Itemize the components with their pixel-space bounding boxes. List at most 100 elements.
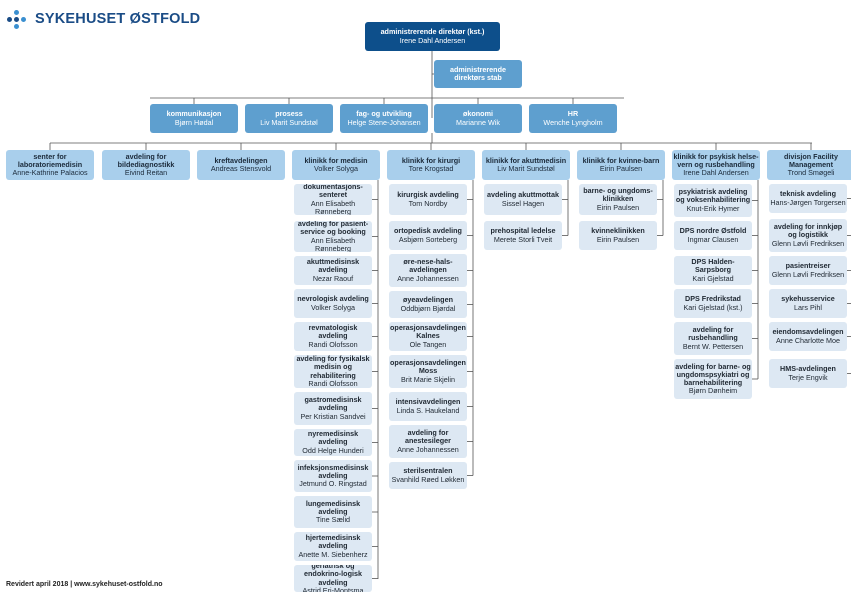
unit-title: nevrologisk avdeling	[297, 294, 369, 304]
unit-leader: Liv Marit Sundstøl	[260, 117, 318, 127]
unit-title: DPS Halden-Sarpsborg	[691, 257, 735, 275]
department-box: avdeling for barne- og ungdomspsykiatri …	[674, 359, 752, 399]
ceo-box: administrerende direktør (kst.)Irene Dah…	[365, 22, 500, 51]
unit-leader: Helge Stene-Johansen	[347, 117, 421, 127]
unit-leader: Linda S. Haukeland	[396, 405, 460, 415]
unit-title: barne- og ungdoms-klinikken	[583, 186, 653, 204]
unit-title: klinikk for akuttmedisin	[485, 155, 567, 165]
unit-title: divisjon Facility Management	[784, 151, 838, 169]
unit-leader: Brit Marie Skjelin	[401, 374, 455, 384]
unit-title: sterilsentralen	[403, 466, 453, 476]
unit-title: HR	[567, 109, 579, 119]
unit-title: HMS-avdelingen	[780, 364, 836, 374]
unit-leader: Eirin Paulsen	[596, 234, 640, 244]
unit-leader: Irene Dahl Andersen	[399, 35, 466, 45]
unit-title: klinikk for psykisk helse-vern og rusbeh…	[673, 151, 759, 169]
unit-title: operasjonsavdelingen Moss	[390, 358, 466, 376]
unit-leader: Ann Elisabeth Rønneberg	[310, 235, 356, 252]
unit-leader: Randi Olofsson	[308, 378, 358, 388]
unit-title: avdeling for barne- og ungdomspsykiatri …	[675, 361, 751, 387]
unit-leader: Eirin Paulsen	[596, 202, 640, 212]
unit-leader: Eivind Reitan	[124, 168, 168, 178]
unit-leader: Anette M. Siebenherz	[298, 549, 368, 559]
unit-leader: Terje Engvik	[788, 372, 828, 382]
unit-title: revmatologisk avdeling	[308, 323, 358, 341]
unit-title: fag- og utvikling	[356, 109, 412, 119]
unit-leader: Sissel Hagen	[501, 198, 545, 208]
unit-leader: Andreas Stensvold	[210, 164, 272, 173]
unit-leader: Kari Gjelstad	[692, 273, 734, 283]
unit-title: klinikk for kirurgi	[401, 155, 461, 165]
unit-title: administrerende direktør (kst.)	[380, 27, 485, 37]
unit-leader: Ann Elisabeth Rønneberg	[310, 198, 356, 215]
unit-title: avdeling for pasient-service og booking	[297, 221, 369, 237]
logo-dots-icon	[6, 8, 28, 30]
unit-leader: Anne Charlotte Moe	[776, 335, 840, 345]
department-box: psykiatrisk avdeling og voksenhabiliteri…	[674, 184, 752, 217]
unit-leader: Glenn Løvli Fredriksen	[771, 238, 845, 248]
unit-leader: Eirin Paulsen	[599, 164, 643, 173]
division-box: klinikk for psykisk helse-vern og rusbeh…	[672, 150, 760, 180]
unit-title: lungemedisinsk avdeling	[305, 498, 361, 516]
logo-text: SYKEHUSET ØSTFOLD	[35, 11, 201, 27]
unit-title: geriatrisk og endokrino-logisk avdeling	[304, 565, 362, 587]
unit-leader: Bjørn Dønheim	[688, 386, 738, 396]
unit-leader: Nezar Raouf	[312, 273, 354, 283]
unit-title: intensivavdelingen	[395, 397, 461, 407]
unit-title: infeksjonsmedisinsk avdeling	[297, 462, 369, 480]
unit-title: akuttmedisinsk avdeling	[306, 257, 360, 275]
unit-title: øre-nese-hals-avdelingen	[403, 257, 453, 275]
unit-title: avdeling for innkjøp og logistikk	[773, 222, 843, 240]
unit-leader: Trond Smøgeli	[787, 168, 835, 178]
unit-title: kirurgisk avdeling	[397, 190, 459, 200]
unit-title: nyremedisinsk avdeling	[307, 429, 359, 447]
unit-title: DPS Fredrikstad	[685, 294, 741, 304]
unit-leader: Svanhild Røed Løkken	[391, 474, 465, 484]
unit-title: prehospital ledelse	[490, 226, 556, 236]
unit-title: kvinneklinikken	[591, 226, 645, 236]
unit-leader: Tine Sælid	[315, 515, 351, 525]
unit-title: sykehusservice	[781, 294, 835, 304]
unit-title: operasjonsavdelingen Kalnes	[390, 323, 466, 341]
unit-leader: Marianne Wik	[456, 117, 500, 127]
unit-leader: Irene Dahl Andersen	[683, 168, 749, 178]
unit-title: senter for laboratoriemedisin	[17, 151, 83, 169]
unit-title: dokumentasjons-senteret	[303, 184, 363, 200]
unit-title: gastromedisinsk avdeling	[304, 395, 362, 413]
unit-leader: Per Kristian Sandvei	[300, 411, 366, 421]
unit-leader: Bernt W. Pettersen	[682, 341, 744, 351]
unit-title: kreftavdelingen	[214, 155, 268, 165]
unit-leader: Tore Krogstad	[408, 164, 454, 173]
unit-leader: Wenche Lyngholm	[543, 117, 603, 127]
unit-title: avdeling for bildediagnostikk	[117, 151, 175, 169]
